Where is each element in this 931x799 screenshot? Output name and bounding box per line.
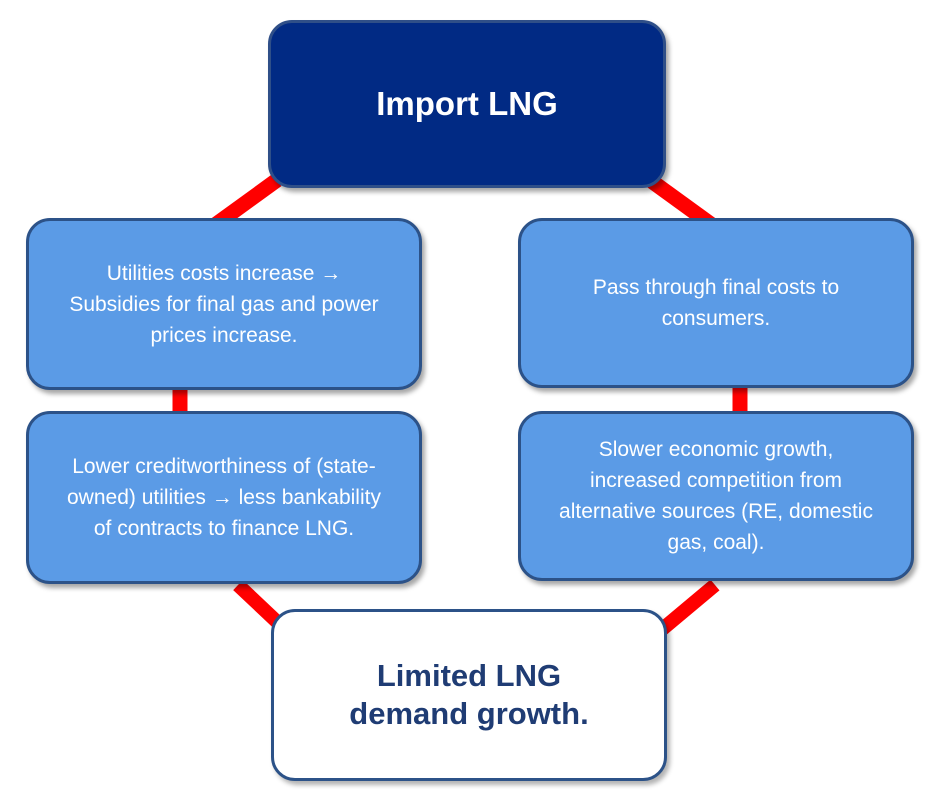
limited-demand-box: Limited LNG demand growth. — [271, 609, 667, 781]
creditworthiness-label: Lower creditworthiness of (state- owned)… — [67, 455, 381, 540]
pass-through-costs-label: Pass through final costs to consumers. — [592, 276, 840, 330]
limited-demand-label: Limited LNG demand growth. — [349, 658, 589, 731]
slower-growth-label: Slower economic growth, increased compet… — [559, 438, 873, 554]
utilities-costs-box: Utilities costs increase → Subsidies for… — [26, 218, 422, 390]
utilities-costs-label: Utilities costs increase → Subsidies for… — [69, 261, 379, 347]
slower-growth-box: Slower economic growth, increased compet… — [518, 411, 914, 581]
pass-through-costs-box: Pass through final costs to consumers. — [518, 218, 914, 388]
connector-top-left — [210, 173, 282, 232]
creditworthiness-box: Lower creditworthiness of (state- owned)… — [26, 411, 422, 584]
import-lng-label: Import LNG — [376, 85, 558, 122]
connector-top-right — [645, 173, 717, 232]
import-lng-box: Import LNG — [268, 20, 666, 188]
